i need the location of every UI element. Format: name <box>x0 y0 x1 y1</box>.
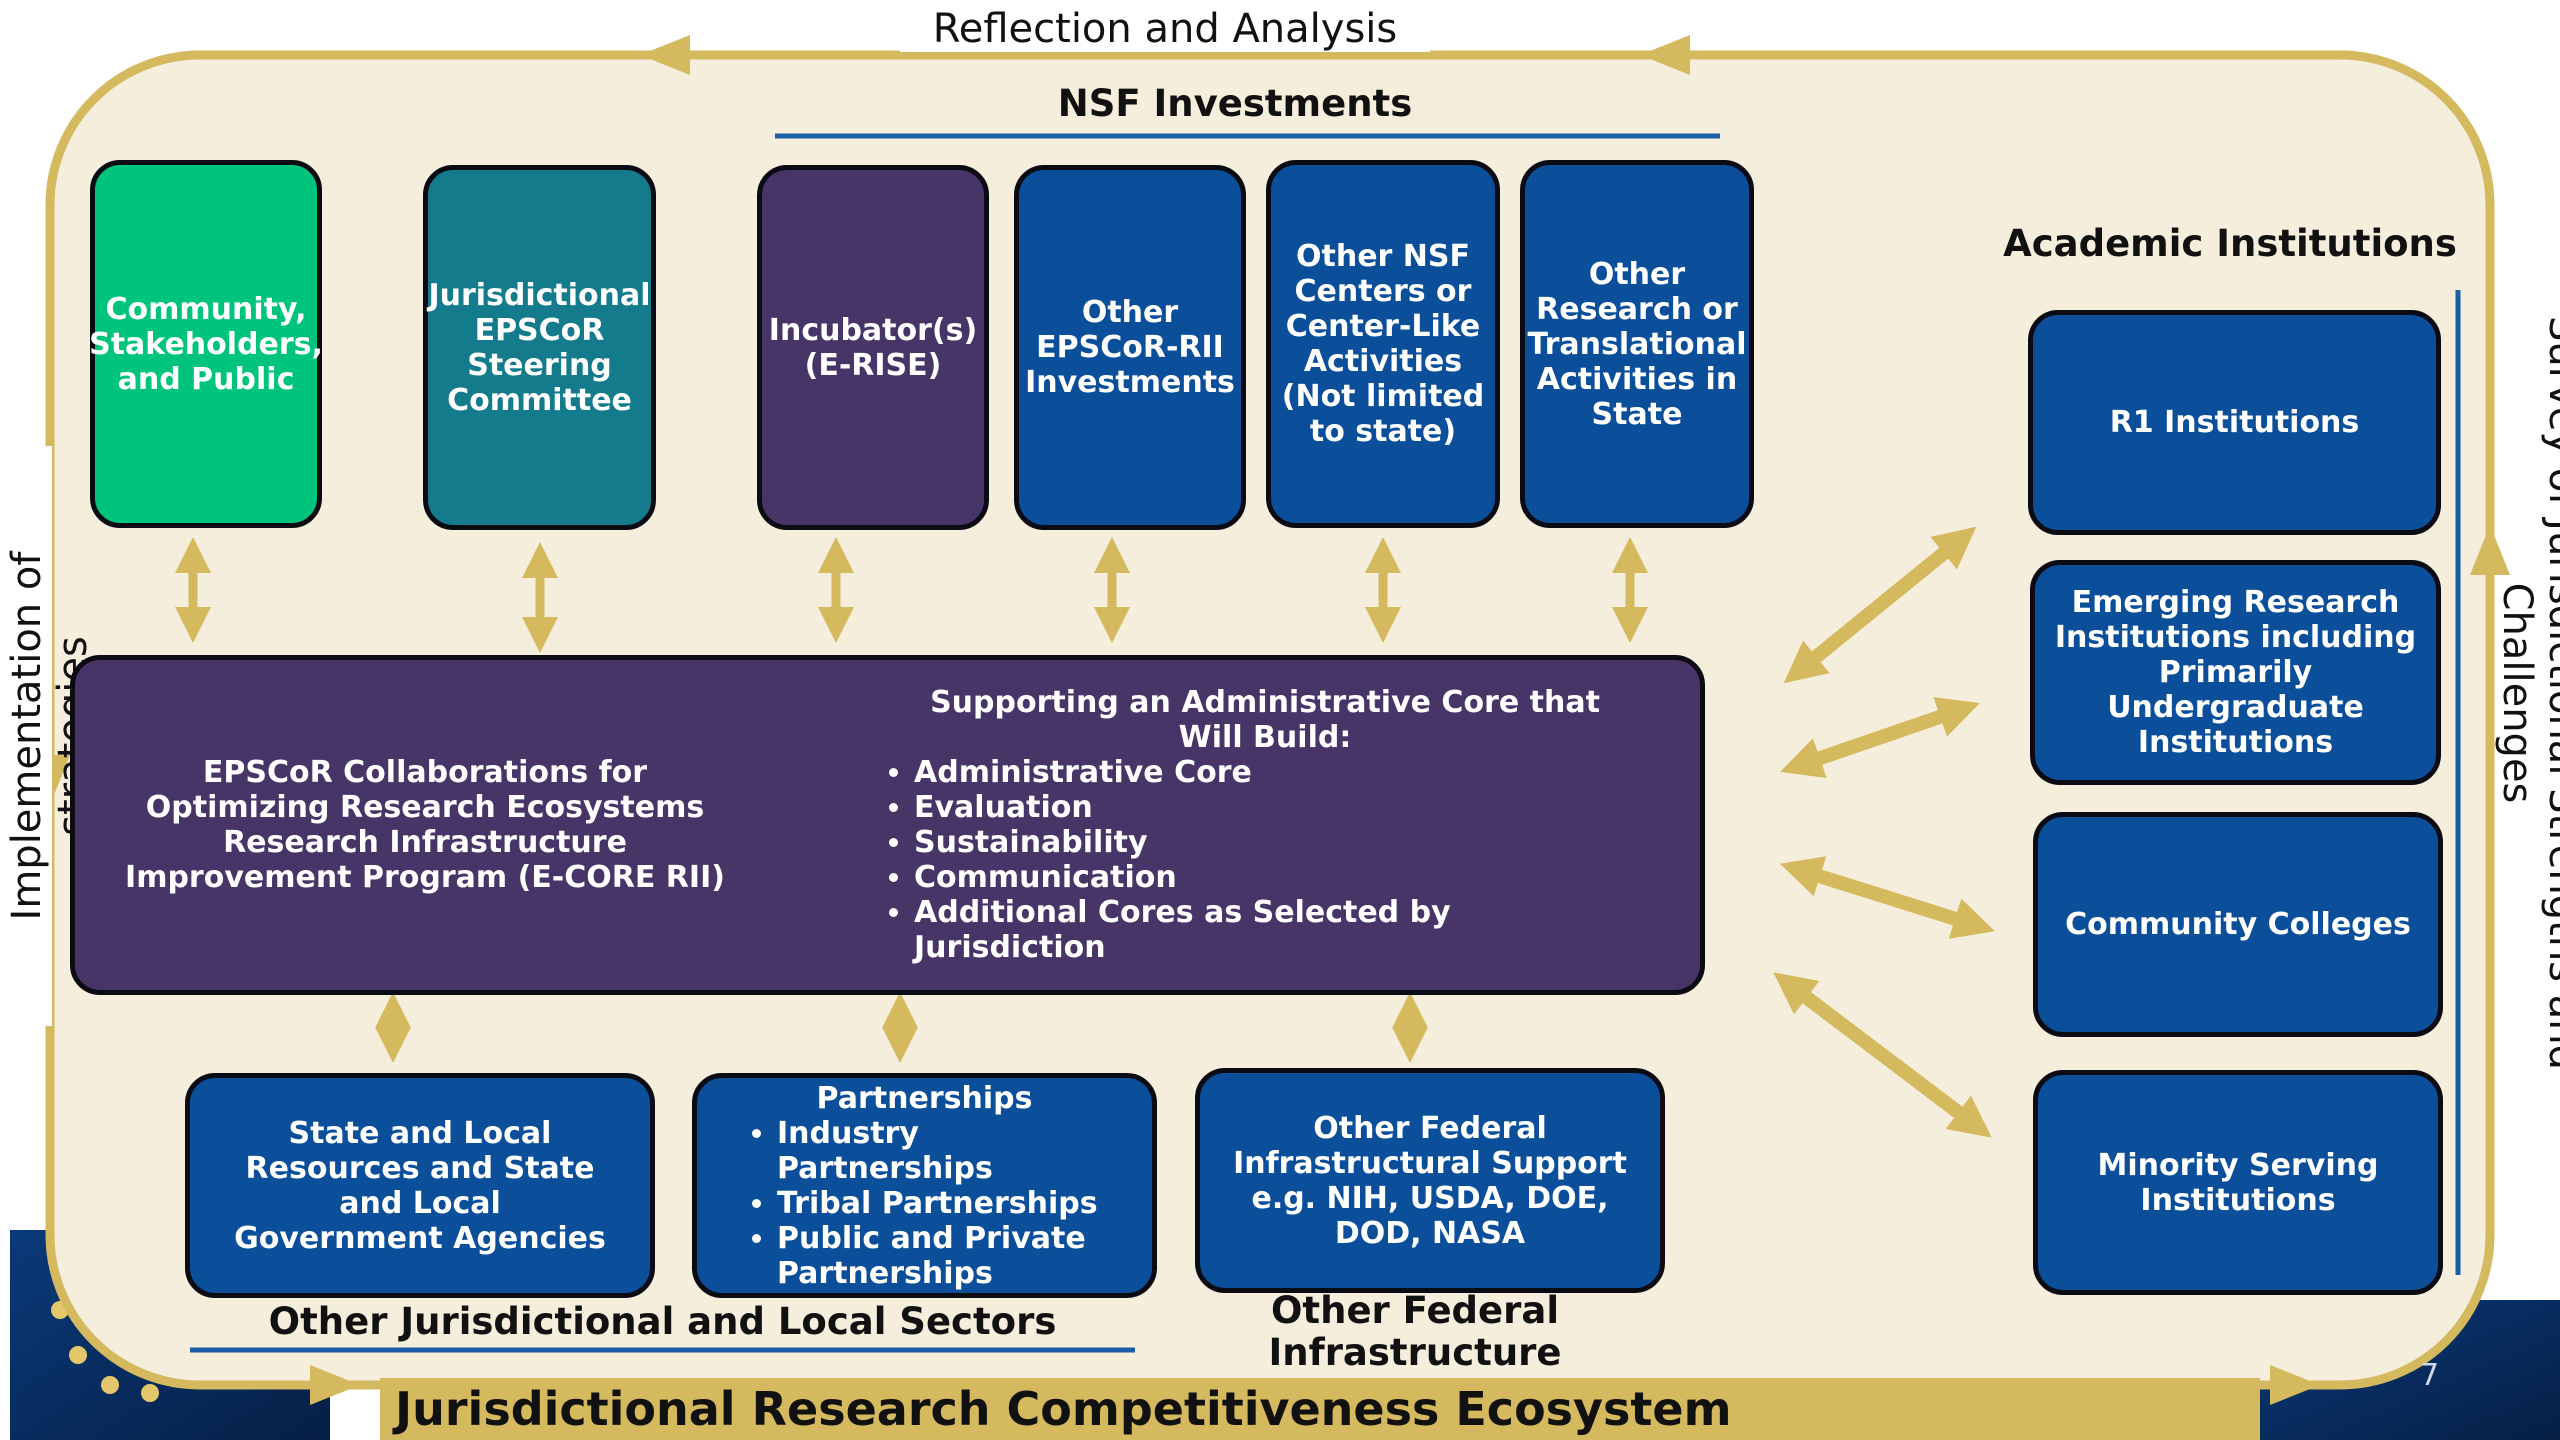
e-core-rii-box[interactable]: EPSCoR Collaborations for Optimizing Res… <box>70 655 1705 995</box>
implementation-label: Implementation of strategies <box>4 446 96 1026</box>
academic-connectors <box>1773 526 1996 1138</box>
community-box[interactable]: Community, Stakeholders, and Public <box>89 160 323 528</box>
other-research-box-label: Other Research or Translational Activiti… <box>1527 256 1747 432</box>
e-core-rii-text: EPSCoR Collaborations for Optimizing Res… <box>125 755 725 895</box>
partnerships-box[interactable]: Partnerships Industry Partnerships Triba… <box>692 1073 1157 1298</box>
frame-arrow-top-left-icon <box>640 35 690 75</box>
frame-arrow-right-icon <box>2470 525 2510 575</box>
bottom-connectors <box>375 992 1428 1063</box>
r1-institutions-label: R1 Institutions <box>2109 405 2360 440</box>
other-federal-label: Other Federal Infrastructural Support e.… <box>1233 1110 1627 1251</box>
other-nsf-centers-box-label: Other NSF Centers or Center-Like Activit… <box>1281 239 1485 449</box>
other-federal-box[interactable]: Other Federal Infrastructural Support e.… <box>1195 1068 1665 1293</box>
incubator-box[interactable]: Incubator(s) (E-RISE) <box>757 165 989 530</box>
partnerships-heading: Partnerships <box>816 1080 1033 1116</box>
steering-committee-box-label: Jurisdictional EPSCoR Steering Committee <box>428 277 651 418</box>
emerging-research-label: Emerging Research Institutions including… <box>2054 585 2417 760</box>
frame-arrow-top-right-icon <box>1640 35 1690 75</box>
academic-heading: Academic Institutions <box>2003 222 2457 265</box>
partnerships-list: Industry Partnerships Tribal Partnership… <box>717 1116 1132 1291</box>
minority-serving-label: Minority Serving Institutions <box>2097 1147 2379 1218</box>
frame-arrow-bottom-right-icon <box>2270 1365 2320 1405</box>
frame-arrow-bottom-left-icon <box>310 1365 360 1405</box>
minority-serving-box[interactable]: Minority Serving Institutions <box>2033 1070 2443 1295</box>
title-band <box>380 1378 2260 1440</box>
incubator-box-label: Incubator(s) (E-RISE) <box>768 312 978 383</box>
admin-core-heading: Supporting an Administrative Core that W… <box>930 685 1600 755</box>
federal-infrastructure-heading: Other Federal Infrastructure <box>1268 1289 1562 1374</box>
reflection-label: Reflection and Analysis <box>900 6 1430 52</box>
partnerships-item: Industry Partnerships <box>777 1116 1112 1186</box>
admin-core-item: Administrative Core <box>914 755 1650 790</box>
top-connectors <box>175 537 1648 653</box>
slide-number: 7 <box>2420 1358 2440 1393</box>
page-title: Jurisdictional Research Competitiveness … <box>395 1382 1732 1436</box>
other-research-box[interactable]: Other Research or Translational Activiti… <box>1520 160 1754 528</box>
state-local-label: State and Local Resources and State and … <box>234 1115 606 1256</box>
steering-committee-box[interactable]: Jurisdictional EPSCoR Steering Committee <box>423 165 656 530</box>
admin-core-panel: Supporting an Administrative Core that W… <box>880 685 1650 965</box>
emerging-research-box[interactable]: Emerging Research Institutions including… <box>2030 560 2441 785</box>
admin-core-item: Communication <box>914 860 1650 895</box>
community-colleges-label: Community Colleges <box>2065 907 2411 942</box>
local-sectors-heading: Other Jurisdictional and Local Sectors <box>268 1300 1057 1343</box>
admin-core-item: Additional Cores as Selected by Jurisdic… <box>914 895 1650 965</box>
partnerships-item: Public and Private Partnerships <box>777 1221 1112 1291</box>
other-epscor-rii-box[interactable]: Other EPSCoR-RII Investments <box>1014 165 1246 530</box>
state-local-box[interactable]: State and Local Resources and State and … <box>185 1073 655 1298</box>
community-colleges-box[interactable]: Community Colleges <box>2033 812 2443 1037</box>
community-box-label: Community, Stakeholders, and Public <box>89 291 323 397</box>
r1-institutions-box[interactable]: R1 Institutions <box>2028 310 2441 535</box>
other-nsf-centers-box[interactable]: Other NSF Centers or Center-Like Activit… <box>1266 160 1500 528</box>
admin-core-item: Evaluation <box>914 790 1650 825</box>
admin-core-list: Administrative Core Evaluation Sustainab… <box>880 755 1650 965</box>
survey-label: Survey of Jurisdictional Strengths and C… <box>2494 213 2560 1173</box>
admin-core-item: Sustainability <box>914 825 1650 860</box>
other-epscor-rii-box-label: Other EPSCoR-RII Investments <box>1025 295 1235 400</box>
partnerships-item: Tribal Partnerships <box>777 1186 1112 1221</box>
nsf-investments-heading: NSF Investments <box>1057 82 1413 125</box>
